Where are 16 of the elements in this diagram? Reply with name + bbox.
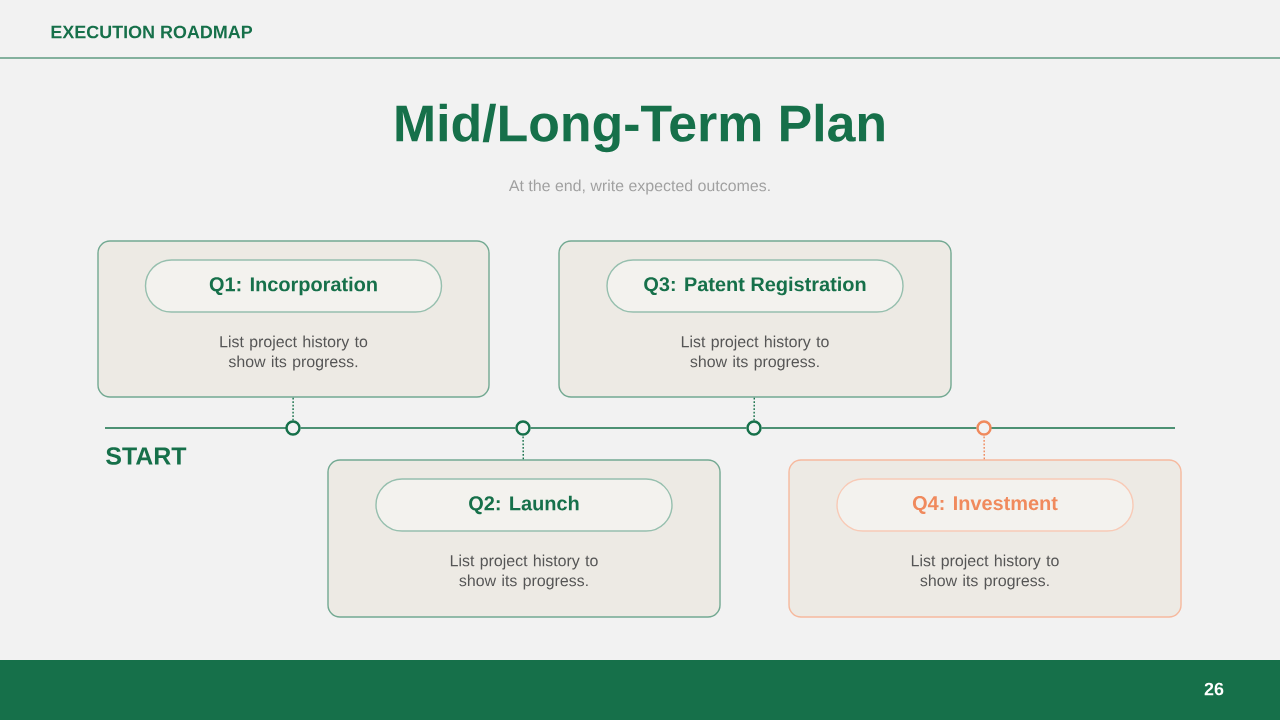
connector-line bbox=[522, 435, 524, 460]
connector-line bbox=[530, 427, 747, 429]
title-pill: Q4: Investment bbox=[836, 478, 1134, 532]
page-number: 26 bbox=[1204, 682, 1224, 696]
connector-line bbox=[983, 435, 985, 460]
title-pill: Q3: Patent Registration bbox=[606, 259, 904, 313]
title-pill: Q1: Incorporation bbox=[144, 259, 443, 313]
connector-line bbox=[753, 397, 755, 421]
slide-title: Mid/Long-Term Plan bbox=[396, 103, 884, 153]
connector-line bbox=[300, 427, 516, 429]
subtitle: At the end, write expected outcomes. bbox=[508, 179, 770, 195]
header-text: EXECUTION ROADMAP bbox=[51, 25, 253, 39]
start-label: START bbox=[106, 447, 187, 465]
connector-line bbox=[292, 397, 294, 421]
title-pill: Q2: Launch bbox=[375, 478, 673, 532]
connector-line bbox=[761, 427, 977, 429]
